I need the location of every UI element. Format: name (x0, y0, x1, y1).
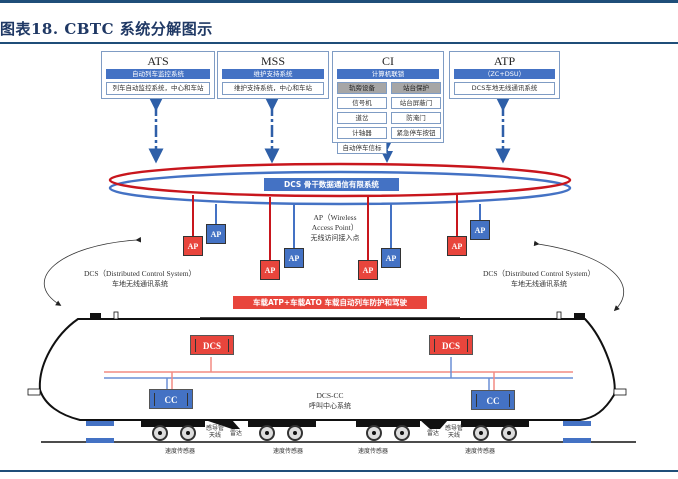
access-point-blue: AP (206, 224, 226, 244)
ap-description-line: 无线访问接入点 (310, 234, 360, 242)
roof-sensor (113, 311, 119, 320)
ci-title: CI (382, 54, 394, 68)
coupler (27, 388, 41, 396)
access-point-red: AP (358, 260, 378, 280)
bogie (356, 420, 420, 427)
speed-sensor-label: 速度传感器 (272, 448, 303, 455)
roof-sensor (556, 311, 562, 320)
ats-scope: 列车自动监控系统，中心和车站 (106, 82, 210, 95)
antenna-label-left: 感导管 天线 (203, 425, 227, 439)
antenna-label-line: 感导管 (444, 425, 463, 432)
wireless-label-right: DCS（Distributed Control System） 车地无线通讯系统 (469, 269, 609, 289)
ci-cell: 紧急停车按钮 (391, 127, 441, 139)
speed-sensor-label: 速度传感器 (357, 448, 388, 455)
access-point-red: AP (447, 236, 467, 256)
ci-cell: 自动停车信标 (337, 142, 387, 154)
dcs-cc-label: DCS-CC 呼叫中心系统 (290, 391, 370, 411)
access-point-red: AP (183, 236, 203, 256)
wireless-label-line: 车地无线通讯系统 (112, 280, 168, 288)
speed-sensor-label: 速度传感器 (164, 448, 195, 455)
bottom-rule (0, 470, 678, 472)
train-cc-right: CC (471, 390, 515, 410)
mss-title: MSS (260, 54, 286, 68)
backbone-label: DCS 骨干数据通信有限系统 (264, 178, 399, 191)
bogie (141, 420, 205, 427)
ci-cell-header: 站台保护 (391, 82, 441, 94)
ap-description-line: Access Point） (311, 223, 359, 232)
ci-cell-header: 轨旁设备 (337, 82, 387, 94)
top-rule (0, 0, 678, 3)
antenna-label-line: 天线 (208, 432, 221, 439)
ci-cell: 计轴器 (337, 127, 387, 139)
atp-description: （ZC+DSU） (454, 69, 555, 79)
dcs-cc-line: 呼叫中心系统 (309, 402, 351, 410)
ats-description: 自动列车监控系统 (106, 69, 210, 79)
roof-antenna (574, 313, 585, 320)
roof-antenna (90, 313, 101, 320)
ci-cell: 站台屏蔽门 (391, 97, 441, 109)
wireless-label-line: 车地无线通讯系统 (511, 280, 567, 288)
ats-box: ATS 自动列车监控系统 列车自动监控系统，中心和车站 (101, 51, 215, 99)
wireless-arrow-left (43, 236, 142, 306)
bogie (461, 420, 529, 427)
radar-label-right: 雷达 (426, 430, 439, 437)
ats-title: ATS (147, 54, 169, 68)
antenna-label-right: 感导管 天线 (442, 425, 466, 439)
ci-cell: 道岔 (337, 112, 387, 124)
balise (563, 438, 591, 443)
coupler (613, 388, 627, 396)
backbone-ring-red (108, 162, 572, 198)
dcs-cc-line: DCS-CC (316, 391, 344, 400)
train-dcs-right: DCS (429, 335, 473, 355)
ci-cell: 信号机 (337, 97, 387, 109)
ap-description: AP（Wireless Access Point） 无线访问接入点 (295, 213, 375, 243)
backbone-ring-blue (108, 170, 572, 206)
train-dcs-left: DCS (190, 335, 234, 355)
balise (563, 421, 591, 426)
atp-box: ATP （ZC+DSU） DCS车地无线通讯系统 (449, 51, 560, 99)
atp-title: ATP (493, 54, 516, 68)
access-point-blue: AP (470, 220, 490, 240)
antenna-label-line: 天线 (447, 432, 460, 439)
train-cc-left: CC (149, 389, 193, 409)
mss-scope: 维护支持系统，中心和车站 (222, 82, 324, 95)
atp-scope: DCS车地无线通讯系统 (454, 82, 555, 95)
ci-description: 计算机联锁 (337, 69, 439, 79)
ci-cell: 防淹门 (391, 112, 441, 124)
ci-box: CI 计算机联锁 轨旁设备 站台保护 信号机 站台屏蔽门 道岔 防淹门 计轴器 … (332, 51, 444, 154)
ci-equipment-grid: 轨旁设备 站台保护 信号机 站台屏蔽门 道岔 防淹门 计轴器 紧急停车按钮 自动… (337, 82, 441, 154)
radar-label-left: 雷达 (229, 430, 242, 437)
mss-description: 维护支持系统 (222, 69, 324, 79)
antenna-label-line: 感导管 (205, 425, 224, 432)
speed-sensor-label: 速度传感器 (464, 448, 495, 455)
wireless-label-line: DCS（Distributed Control System） (83, 269, 197, 278)
figure-title: 图表18. CBTC 系统分解图示 (0, 20, 213, 38)
bogie (248, 420, 316, 427)
ap-description-line: AP（Wireless (313, 213, 357, 222)
wireless-arrow-right (533, 240, 625, 312)
title-rule (0, 42, 678, 44)
access-point-blue: AP (284, 248, 304, 268)
wireless-label-line: DCS（Distributed Control System） (482, 269, 596, 278)
onboard-label: 车载ATP+车载ATO 车载自动列车防护和驾驶 (233, 296, 427, 309)
balise (86, 438, 114, 443)
access-point-red: AP (260, 260, 280, 280)
access-point-blue: AP (381, 248, 401, 268)
wireless-label-left: DCS（Distributed Control System） 车地无线通讯系统 (70, 269, 210, 289)
balise (86, 421, 114, 426)
mss-box: MSS 维护支持系统 维护支持系统，中心和车站 (217, 51, 329, 99)
